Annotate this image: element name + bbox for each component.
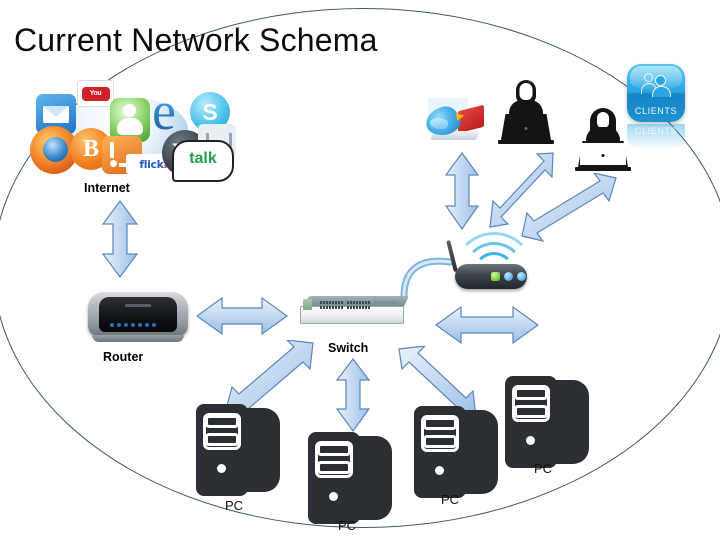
pc-power-button — [217, 464, 226, 473]
pc-drive-bay — [317, 443, 351, 456]
wifi-signal-arc — [463, 242, 525, 304]
pc-drive-bay — [205, 433, 239, 446]
switch-port-row — [347, 306, 370, 309]
youtube-icon: You Tube — [77, 80, 114, 107]
user-male-laptop-icon — [498, 80, 554, 144]
twitter-laptop-icon — [423, 98, 486, 146]
router-front-panel — [99, 297, 177, 332]
laptop-logo-dot — [601, 154, 605, 157]
pc-drive-bay-frame — [421, 415, 459, 452]
skype-icon — [190, 92, 230, 132]
router-brand-mark — [125, 304, 151, 307]
pc-label: PC — [534, 461, 553, 476]
google-talk-icon — [172, 140, 234, 182]
pc-power-button — [435, 466, 444, 475]
wifi-led-link — [504, 272, 513, 281]
pc-drive-bay-frame — [315, 441, 353, 478]
clients-reflection-label: CLIENTS — [634, 126, 678, 136]
network-switch-icon — [300, 296, 409, 330]
arrow-switch-to-pc-2 — [335, 358, 371, 432]
router-leds — [110, 323, 156, 327]
internet-label: Internet — [84, 181, 130, 195]
arrow-ap-to-client-3 — [521, 173, 617, 242]
clients-badge-reflection: CLIENTS — [627, 124, 685, 150]
youtube-label: You Tube — [81, 86, 110, 106]
arrow-switch-to-wireless-ap — [400, 257, 454, 300]
user-female-laptop-icon — [575, 107, 631, 171]
pc-drive-bay-frame — [203, 413, 241, 450]
arrow-router-to-switch — [196, 296, 288, 336]
desktop-pc-icon — [308, 432, 396, 524]
pc-label: PC — [338, 518, 357, 533]
arrow-ap-to-client-2 — [489, 152, 554, 228]
pc-drive-bay — [317, 461, 351, 474]
pc-label: PC — [225, 498, 244, 513]
user-face — [597, 112, 609, 128]
switch-uplink-row — [374, 301, 397, 304]
pc-drive-bay — [423, 417, 457, 430]
clients-badge-label: CLIENTS — [634, 106, 678, 116]
switch-label: Switch — [328, 341, 369, 355]
wifi-device-body — [455, 264, 527, 289]
pc-label: PC — [441, 492, 460, 507]
switch-port-row — [320, 306, 343, 309]
desktop-pc-icon — [414, 406, 502, 498]
two-people-glyph — [641, 73, 671, 97]
pc-drive-bay — [423, 435, 457, 448]
laptop-base — [498, 140, 554, 144]
pc-drive-bay — [205, 415, 239, 428]
laptop-base — [575, 167, 631, 171]
pc-drive-bay-frame — [512, 385, 550, 422]
wifi-led-activity — [517, 272, 526, 281]
pc-power-button — [329, 492, 338, 501]
internet-collage-icon: You Tube flickr — [22, 78, 236, 182]
user-face — [519, 83, 533, 100]
wifi-signal-arc — [453, 232, 535, 314]
laptop-logo-dot — [524, 127, 528, 130]
switch-port-row — [320, 301, 343, 304]
switch-port-row — [347, 301, 370, 304]
switch-front-panel — [300, 306, 404, 324]
desktop-pc-icon — [505, 376, 593, 468]
desktop-pc-icon — [196, 404, 284, 496]
router-label: Router — [103, 350, 144, 364]
pc-drive-bay — [514, 405, 548, 418]
wifi-signal-arc — [473, 252, 515, 294]
pc-drive-bay — [514, 387, 548, 400]
page-title: Current Network Schema — [14, 22, 378, 58]
pc-power-button — [526, 436, 535, 445]
diagram-boundary-ellipse — [0, 8, 720, 528]
arrow-switch-to-pc-4 — [435, 305, 539, 345]
switch-left-module — [303, 299, 312, 310]
router-base — [92, 335, 184, 342]
arrow-internet-to-router — [101, 200, 139, 278]
router-icon — [88, 286, 188, 342]
wifi-led-power — [491, 272, 500, 281]
flickr-label-a: flick — [139, 157, 164, 171]
arrow-ap-to-client-1 — [444, 152, 480, 230]
clients-users-icon: CLIENTS — [627, 64, 685, 122]
wireless-access-point-icon — [437, 232, 535, 296]
